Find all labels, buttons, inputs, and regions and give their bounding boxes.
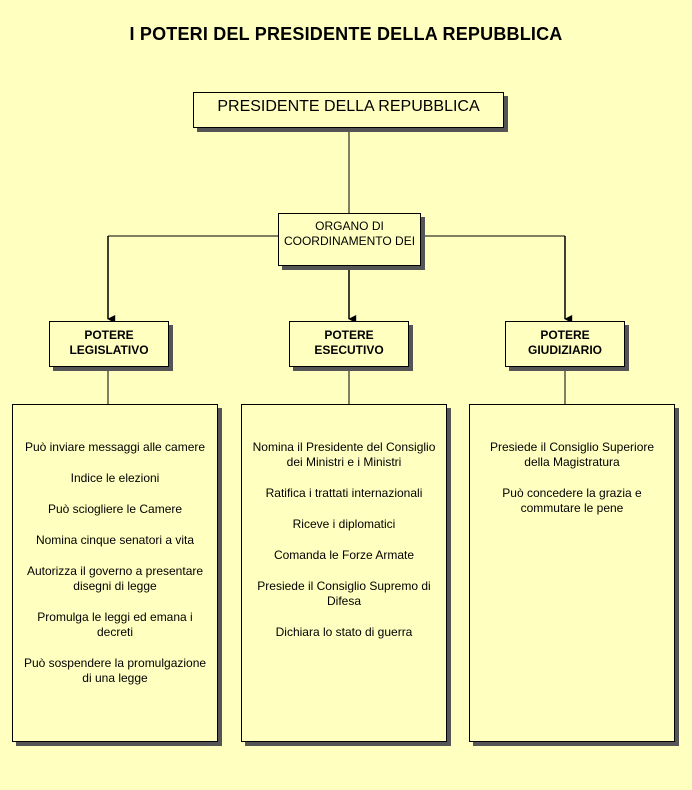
list-item: Dichiara lo stato di guerra [275,625,413,639]
list-item: Indice le elezioni [70,471,160,485]
list-item: Presiede il Consiglio Supremo di Difesa [257,579,431,608]
esecutivo-details: Nomina il Presidente del Consiglio dei M… [241,404,447,742]
list-item: Ratifica i trattati internazionali [265,486,423,500]
list-item: Comanda le Forze Armate [273,548,415,562]
potere-legislativo-box: POTERE LEGISLATIVO [49,321,169,367]
potere-esecutivo-box: POTERE ESECUTIVO [289,321,409,367]
list-item: Può concedere la grazia e commutare le p… [502,486,642,515]
president-box: PRESIDENTE DELLA REPUBBLICA [193,92,504,128]
list-item: Promulga le leggi ed emana i decreti [37,610,193,639]
potere-giudiziario-box: POTERE GIUDIZIARIO [505,321,625,367]
organo-box: ORGANO DI COORDINAMENTO DEI [278,213,421,266]
list-item: Può sospendere la promulgazione di una l… [23,656,207,685]
list-item: Autorizza il governo a presentare disegn… [26,564,204,593]
list-item: Può sciogliere le Camere [47,502,183,516]
list-item: Nomina cinque senatori a vita [35,533,195,547]
list-item: Nomina il Presidente del Consiglio dei M… [252,440,436,469]
list-item: Riceve i diplomatici [292,517,396,531]
list-item: Presiede il Consiglio Superiore della Ma… [489,440,655,469]
giudiziario-details: Presiede il Consiglio Superiore della Ma… [469,404,675,742]
page-title: I POTERI DEL PRESIDENTE DELLA REPUBBLICA [129,24,563,44]
list-item: Può inviare messaggi alle camere [24,440,206,454]
legislativo-details: Può inviare messaggi alle camere Indice … [12,404,218,742]
